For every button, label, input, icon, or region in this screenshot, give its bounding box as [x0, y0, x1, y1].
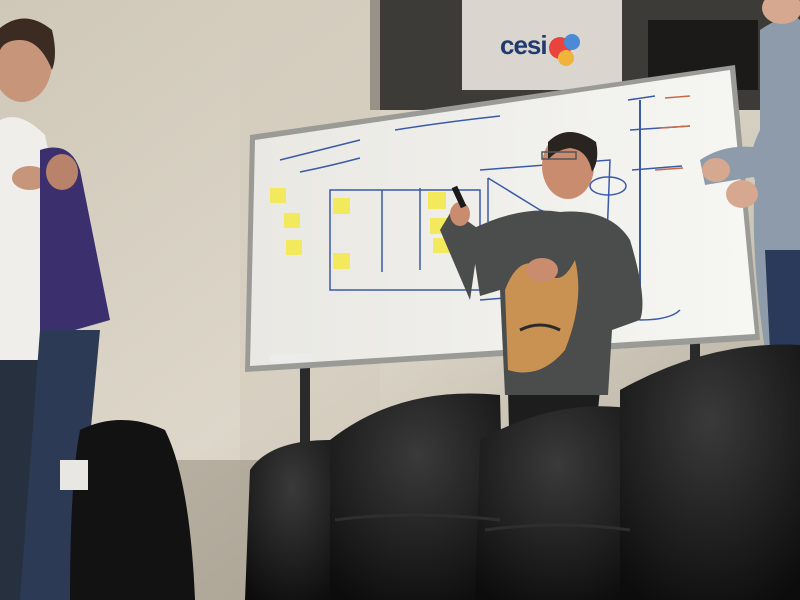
easel-leg-left — [300, 360, 310, 480]
armchair-3 — [475, 406, 640, 600]
sticky-note-icon — [270, 188, 449, 269]
marker-tray — [270, 353, 313, 363]
cesi-logo-icon — [549, 34, 580, 66]
armchair-4 — [620, 344, 800, 600]
presenter-arm-right — [440, 210, 480, 300]
marker-pen — [451, 185, 467, 209]
sweater-character — [505, 260, 579, 373]
armchairs — [245, 344, 800, 600]
presenter-hand-left — [526, 258, 558, 282]
armchair-2 — [330, 393, 505, 600]
presenter-hair — [548, 132, 598, 172]
armchair-1 — [245, 440, 340, 600]
backpack — [70, 420, 195, 600]
presenter-hand-right — [450, 202, 470, 226]
sign-text: cesi — [500, 30, 548, 60]
presenter-glasses — [541, 151, 577, 160]
person-right — [700, 0, 800, 351]
whiteboard-drawing-red — [654, 95, 691, 171]
white-bag — [60, 460, 88, 490]
sign-panel — [462, 0, 622, 90]
